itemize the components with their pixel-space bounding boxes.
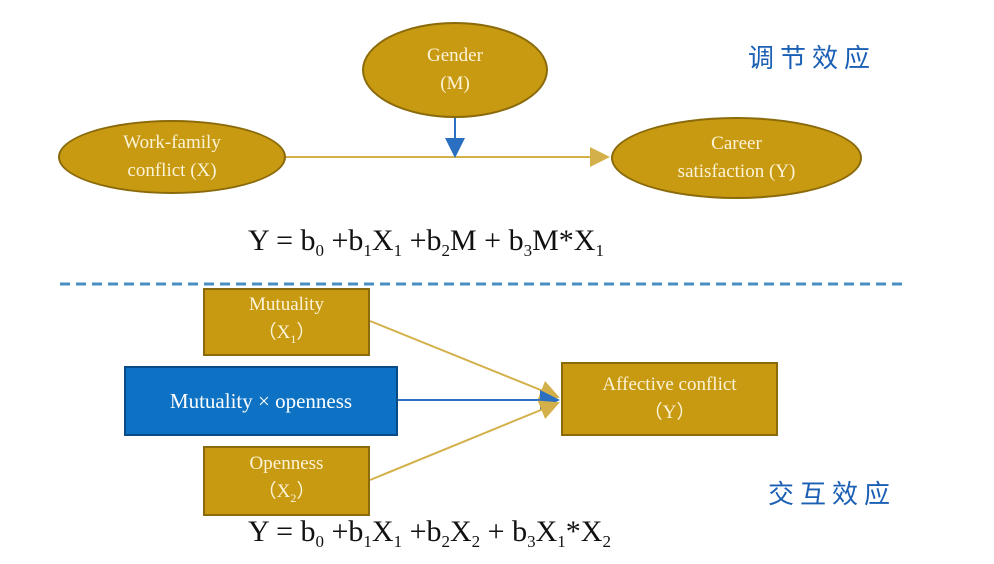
arrow-x2-to-y — [369, 400, 560, 481]
node-career-line2: satisfaction (Y) — [677, 161, 796, 182]
node-work-family-conflict: Work-family conflict (X) — [58, 120, 286, 194]
node-gender-line1: Gender — [427, 45, 483, 66]
node-affective-conflict: Affective conflict （Y） — [561, 362, 778, 436]
node-work-family-line2: conflict (X) — [127, 160, 217, 181]
node-mutuality-line1: Mutuality — [249, 294, 324, 316]
node-gender-moderator: Gender (M) — [362, 22, 548, 118]
node-career-line1: Career — [711, 133, 762, 154]
node-affective-line2: （Y） — [643, 402, 696, 423]
node-openness-line1: Openness — [249, 453, 324, 475]
node-openness-x2: Openness （X2） — [203, 446, 370, 516]
node-mutuality-x1: Mutuality （X1） — [203, 288, 370, 356]
node-openness-line2: （X2） — [257, 481, 316, 505]
label-interaction-effect: 交互效应 — [768, 480, 897, 510]
node-work-family-line1: Work-family — [123, 132, 221, 153]
node-career-satisfaction: Career satisfaction (Y) — [611, 117, 862, 199]
equation-moderation: Y = b0 +b1X1 +b2M + b3M*X1 — [248, 224, 604, 260]
label-moderation-effect: 调节效应 — [748, 44, 877, 74]
arrow-x1-to-y — [369, 320, 560, 400]
node-mutuality-openness-interaction: Mutuality × openness — [124, 366, 398, 436]
node-mutuality-line2: （X1） — [257, 322, 316, 346]
node-affective-line1: Affective conflict — [602, 374, 737, 395]
node-gender-line2: (M) — [440, 73, 470, 94]
node-interaction-label: Mutuality × openness — [169, 389, 353, 413]
equation-interaction: Y = b0 +b1X1 +b2X2 + b3X1*X2 — [248, 515, 611, 551]
